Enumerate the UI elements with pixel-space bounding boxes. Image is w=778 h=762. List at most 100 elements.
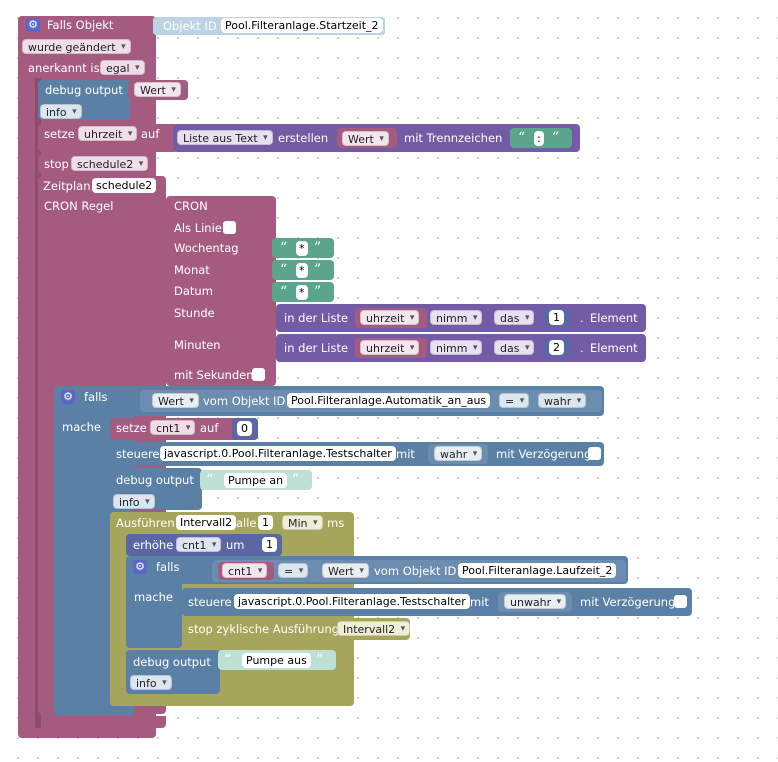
schedule-name-field[interactable]: schedule2: [92, 178, 157, 193]
interval-name-field[interactable]: Intervall2: [176, 515, 237, 530]
gear-icon[interactable]: ⚙: [61, 390, 75, 404]
minuten-label: Minuten: [174, 338, 221, 352]
level-dropdown-2[interactable]: info: [113, 494, 155, 510]
ack-dropdown[interactable]: egal: [100, 60, 145, 76]
das-dropdown[interactable]: das: [494, 340, 535, 356]
do-label-2: mache: [134, 590, 173, 604]
wert-dropdown[interactable]: Wert: [342, 131, 389, 147]
uhrzeit-var-dropdown[interactable]: uhrzeit: [360, 310, 420, 326]
zero-field[interactable]: 0: [237, 421, 252, 436]
sekunden-label: mit Sekunden: [174, 368, 254, 382]
stop-dropdown[interactable]: schedule2: [71, 156, 149, 172]
in-list-label: in der Liste: [284, 311, 349, 325]
control-oid-1[interactable]: javascript.0.Pool.Filteranlage.Testschal…: [160, 446, 396, 461]
in-list-label: in der Liste: [284, 341, 349, 355]
als-linie-label: Als Linie: [174, 221, 222, 235]
delay-label-2: mit Verzögerung: [580, 595, 676, 609]
set-cnt-to-label: auf: [200, 421, 219, 435]
trigger-label: Falls Objekt: [47, 18, 114, 32]
quote-close-icon: ”: [292, 472, 300, 488]
level-dropdown-3[interactable]: info: [130, 675, 172, 691]
set-cnt-label: setze: [116, 421, 147, 435]
element-label: Element: [590, 311, 638, 325]
pumpe-an-field[interactable]: Pumpe an: [224, 473, 288, 488]
with-label-2: mit: [470, 595, 489, 609]
control-oid-2[interactable]: javascript.0.Pool.Filteranlage.Testschal…: [234, 594, 470, 609]
dot-label: .: [580, 341, 584, 355]
wahr-dropdown-2[interactable]: wahr: [434, 446, 483, 462]
stop-label: stop: [44, 157, 69, 171]
ms-label: ms: [327, 516, 345, 530]
incr-var-dropdown[interactable]: cnt1: [176, 537, 222, 553]
from-label-2: vom Objekt ID: [374, 564, 457, 578]
split-fn-dropdown[interactable]: Liste aus Text: [177, 130, 273, 146]
unit-dropdown[interactable]: Min: [282, 515, 323, 531]
quote-open-icon: “: [224, 652, 232, 668]
oid-field-if2[interactable]: Pool.Filteranlage.Laufzeit_2: [458, 563, 617, 578]
quote-close-icon: ”: [552, 130, 560, 146]
quote-open-icon: “: [518, 130, 526, 146]
pumpe-aus-field[interactable]: Pumpe aus: [242, 653, 311, 668]
oid-label: Objekt ID: [163, 19, 217, 33]
debug-label-1: debug output: [45, 83, 123, 97]
gear-icon[interactable]: ⚙: [26, 18, 40, 32]
nimm-dropdown[interactable]: nimm: [430, 310, 483, 326]
set-label: setze: [44, 127, 75, 141]
eq-dropdown-1[interactable]: =: [499, 393, 530, 409]
incr-label: erhöhe: [133, 538, 174, 552]
sep-field[interactable]: :: [534, 131, 544, 146]
stunde-label: Stunde: [174, 306, 215, 320]
quote-open-icon: “: [206, 472, 214, 488]
nimm-dropdown[interactable]: nimm: [430, 340, 483, 356]
if-label-1: falls: [84, 390, 108, 404]
monat-label: Monat: [174, 263, 210, 277]
cron-rule-label: CRON Regel: [44, 199, 114, 213]
cron-block[interactable]: [166, 196, 276, 386]
uhrzeit-var-dropdown[interactable]: uhrzeit: [360, 340, 420, 356]
sekunden-checkbox[interactable]: [252, 368, 265, 381]
unwahr-dropdown[interactable]: unwahr: [504, 594, 567, 610]
from-label-1: vom Objekt ID: [203, 394, 286, 408]
wert-dropdown-if1[interactable]: Wert: [152, 393, 199, 409]
datum-field[interactable]: *: [296, 285, 308, 300]
datum-label: Datum: [174, 284, 213, 298]
level-dropdown-1[interactable]: info: [40, 104, 82, 120]
das-dropdown[interactable]: das: [494, 310, 535, 326]
wert-dropdown-if2[interactable]: Wert: [322, 563, 369, 579]
incr-value-field[interactable]: 1: [262, 537, 277, 552]
wahr-dropdown-1[interactable]: wahr: [538, 393, 587, 409]
wochentag-field[interactable]: *: [296, 241, 308, 256]
delay-checkbox-1[interactable]: [588, 447, 601, 460]
wochentag-label: Wochentag: [174, 241, 239, 255]
cron-title: CRON: [174, 199, 208, 213]
value-dropdown-1[interactable]: Wert: [134, 82, 181, 98]
uhrzeit-dropdown[interactable]: uhrzeit: [78, 126, 138, 142]
eq-dropdown-2[interactable]: =: [278, 563, 309, 579]
index-field-1[interactable]: 1: [549, 310, 564, 325]
gear-icon[interactable]: ⚙: [133, 560, 147, 574]
als-linie-checkbox[interactable]: [223, 221, 236, 234]
stop-interval-dropdown[interactable]: Intervall2: [337, 621, 411, 637]
interval-value-field[interactable]: 1: [258, 515, 273, 530]
oid-field[interactable]: Pool.Filteranlage.Startzeit_2: [221, 18, 383, 33]
by-label: um: [226, 538, 245, 552]
quote-close-icon: ”: [314, 240, 322, 256]
stop-interval-label: stop zyklische Ausführung: [188, 622, 340, 636]
quote-close-icon: ”: [314, 284, 322, 300]
monat-field[interactable]: *: [296, 263, 308, 278]
delay-checkbox-2[interactable]: [674, 595, 687, 608]
schedule-label: Zeitplan: [43, 179, 91, 193]
element-label: Element: [590, 341, 638, 355]
to-label: auf: [141, 127, 160, 141]
ack-label: anerkannt ist: [28, 61, 105, 75]
index-field-2[interactable]: 2: [549, 340, 564, 355]
oid-field-if1[interactable]: Pool.Filteranlage.Automatik_an_aus: [287, 393, 491, 408]
dot-label: .: [580, 311, 584, 325]
control-label-1: steuere: [116, 447, 160, 461]
cnt-dropdown[interactable]: cnt1: [150, 420, 196, 436]
cnt-var-dropdown[interactable]: cnt1: [222, 563, 268, 579]
sep-label: mit Trennzeichen: [404, 131, 503, 145]
quote-open-icon: “: [280, 262, 288, 278]
changed-dropdown[interactable]: wurde geändert: [22, 39, 131, 55]
quote-open-icon: “: [280, 284, 288, 300]
